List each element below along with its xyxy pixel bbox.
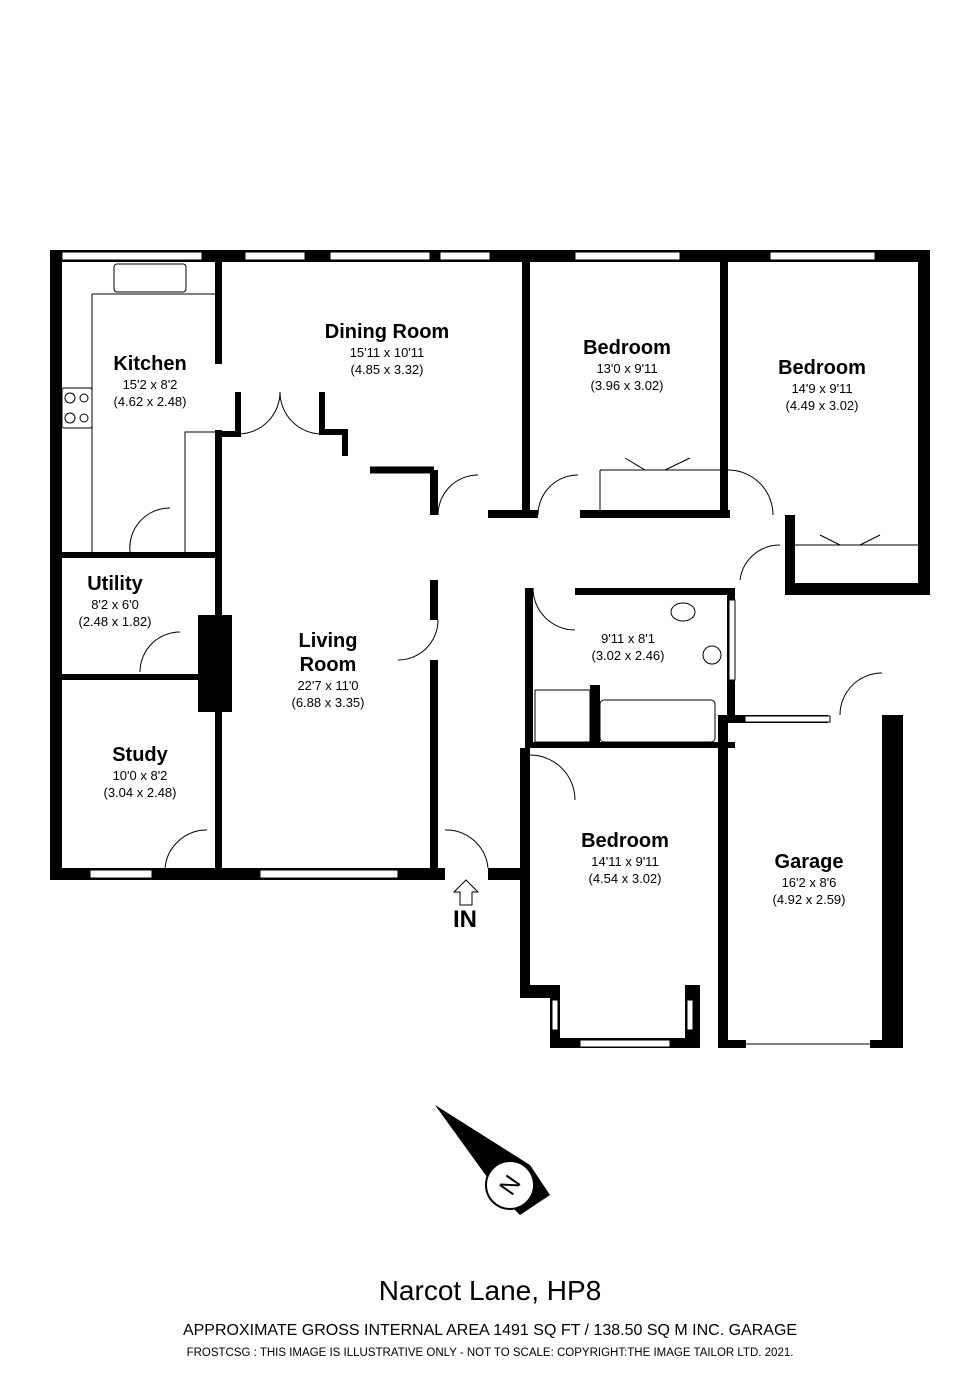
room-bedroom-2: Bedroom 14'9 x 9'11 (4.49 x 3.02) [778,356,866,414]
room-bathroom: 9'11 x 8'1 (3.02 x 2.46) [592,630,665,664]
room-size-metric: (3.96 x 3.02) [590,378,664,393]
room-size-metric: (4.62 x 2.48) [113,394,187,409]
room-name: Bedroom [583,337,671,359]
room-size-imperial: 14'11 x 9'11 [591,854,659,869]
chimney-breast [198,615,232,712]
room-size-metric: (4.85 x 3.32) [350,362,424,377]
room-utility: Utility 8'2 x 6'0 (2.48 x 1.82) [79,572,152,630]
room-name: Bedroom [778,357,866,379]
gross-area-text: APPROXIMATE GROSS INTERNAL AREA 1491 SQ … [182,1322,798,1339]
room-size-imperial: 13'0 x 9'11 [596,361,658,376]
fixtures [61,263,918,869]
room-study: Study 10'0 x 8'2 (3.04 x 2.48) [104,743,177,801]
basin [702,645,722,665]
room-name: Living [298,630,358,652]
copyright-text: FROSTCSG : THIS IMAGE IS ILLUSTRATIVE ON… [186,1347,794,1359]
room-size-metric: (3.02 x 2.46) [591,648,665,663]
room-name: Dining Room [324,321,450,343]
shower [534,689,591,743]
room-size-imperial: 15'2 x 8'2 [122,377,178,392]
room-size-imperial: 8'2 x 6'0 [91,597,139,612]
room-size-metric: (3.04 x 2.48) [103,785,177,800]
room-size-imperial: 10'0 x 8'2 [112,768,168,783]
windows [61,251,876,1048]
room-kitchen: Kitchen 15'2 x 8'2 (4.62 x 2.48) [113,352,186,410]
toilet [670,602,696,622]
room-living: Living Room 22'7 x 11'0 (6.88 x 3.35) [292,629,365,711]
room-name: Study [112,744,168,766]
room-garage: Garage 16'2 x 8'6 (4.92 x 2.59) [773,850,846,908]
walls [50,250,930,1048]
entrance-label: IN [453,906,477,933]
north-compass-icon: N [435,1105,550,1215]
entrance-arrow-icon [452,879,480,906]
room-bedroom-1: Bedroom 13'0 x 9'11 (3.96 x 3.02) [583,336,671,394]
room-name: Garage [774,851,844,873]
room-name: Bedroom [581,830,669,852]
room-size-metric: (4.92 x 2.59) [772,892,846,907]
room-size-metric: (4.49 x 3.02) [785,398,859,413]
room-size-imperial: 22'7 x 11'0 [297,678,359,693]
room-size-imperial: 9'11 x 8'1 [601,631,655,646]
room-size-metric: (2.48 x 1.82) [78,614,152,629]
property-title: Narcot Lane, HP8 [378,1275,602,1306]
room-size-metric: (4.54 x 3.02) [588,871,662,886]
room-name: Utility [87,573,143,595]
room-size-imperial: 15'11 x 10'11 [349,345,425,360]
kitchen-sink [113,263,187,293]
room-bedroom-3: Bedroom 14'11 x 9'11 (4.54 x 3.02) [581,829,669,887]
room-size-metric: (6.88 x 3.35) [291,695,365,710]
room-size-imperial: 14'9 x 9'11 [791,381,853,396]
room-size-imperial: 16'2 x 8'6 [781,875,837,890]
room-name-line2: Room [299,654,357,676]
room-dining: Dining Room 15'11 x 10'11 (4.85 x 3.32) [325,320,449,378]
bath [599,699,716,743]
hob [61,387,93,429]
room-name: Kitchen [113,353,187,375]
